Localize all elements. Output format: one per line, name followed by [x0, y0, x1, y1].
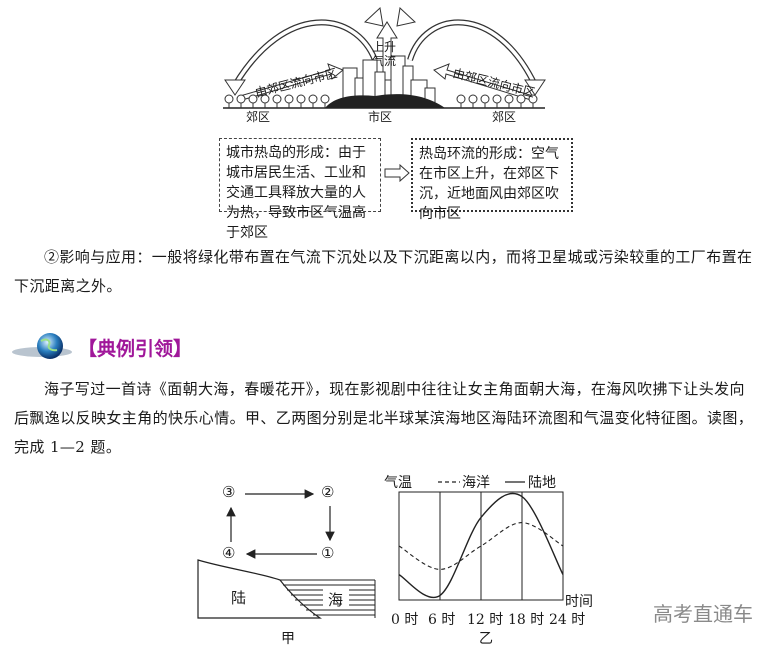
formation-box: 城市热岛的形成：由于城市居民生活、工业和交通工具释放大量的人为热，导致市区气温高…: [219, 138, 381, 241]
land-series-line: [398, 492, 564, 599]
updraft-label: 上升气流: [372, 40, 397, 68]
left-suburb-label: 郊区: [246, 110, 271, 124]
yi-chart: [398, 491, 564, 601]
yi-xlabel: 时间: [565, 594, 593, 610]
jia-node-4: ④: [222, 544, 236, 562]
jia-land-label: 陆: [231, 589, 247, 607]
yi-legend-ocean: 海洋: [462, 475, 490, 491]
yi-tick-12: 12 时: [467, 612, 504, 628]
city-label: 市区: [368, 110, 393, 124]
circulation-box: 热岛环流的形成：空气在市区上升，在郊区下沉，近地面风由郊区吹向市区: [411, 138, 573, 222]
watermark: 高考直通车: [653, 602, 753, 626]
right-arrow-icon: [384, 164, 410, 182]
ocean-series-line: [398, 522, 564, 570]
jia-sea-label: 海: [328, 591, 344, 609]
yi-ylabel: 气温: [384, 475, 412, 491]
jia-node-1: ①: [321, 544, 335, 562]
example-banner-title: 【典例引领】: [78, 338, 193, 360]
heat-island-diagram: [223, 6, 546, 109]
example-paragraph: 海子写过一首诗《面朝大海，春暖花开》，现在影视剧中往往让女主角面朝大海，在海风吹…: [14, 380, 754, 456]
yi-legend-dashed: [438, 481, 460, 483]
yi-legend-solid: [505, 481, 525, 483]
jia-node-3: ③: [222, 483, 236, 501]
right-suburb-label: 郊区: [492, 110, 517, 124]
example-banner: 【典例引领】: [10, 330, 210, 362]
fig-jia-diagram: [197, 489, 376, 619]
yi-tick-0: 0 时: [391, 612, 419, 628]
yi-caption: 乙: [479, 631, 493, 647]
yi-tick-18: 18 时: [508, 612, 545, 628]
yi-tick-6: 6 时: [428, 612, 456, 628]
jia-caption: 甲: [281, 631, 295, 647]
impact-paragraph: ②影响与应用：一般将绿化带布置在气流下沉处以及下沉距离以内，而将卫星城或污染较重…: [14, 248, 753, 295]
jia-node-2: ②: [321, 483, 335, 501]
yi-legend-land: 陆地: [528, 475, 556, 491]
globe-icon: [12, 333, 72, 359]
yi-tick-24: 24 时: [549, 612, 586, 628]
